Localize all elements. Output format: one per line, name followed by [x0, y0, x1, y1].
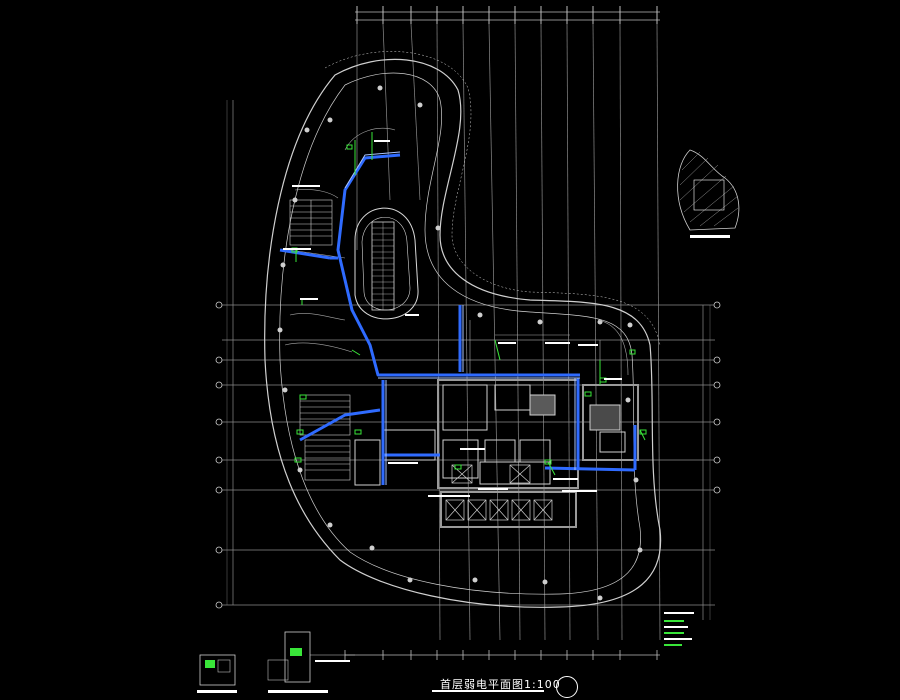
key-plan [677, 149, 740, 238]
bottom-dimension-chain [344, 650, 660, 660]
drawing-title: 首层弱电平面图1:100 [440, 678, 561, 691]
structural-columns [277, 85, 643, 601]
escalator-atrium [354, 207, 419, 320]
annotation-marks [283, 140, 622, 497]
axis-bubbles [215, 301, 721, 609]
devices [291, 132, 647, 476]
title-underline [432, 690, 544, 692]
legend [664, 612, 694, 646]
interior-partitions [284, 127, 629, 376]
axis-grid [222, 23, 715, 641]
cable-trays [279, 151, 637, 485]
detail-sketch-1 [197, 654, 237, 693]
top-dimension-chain [355, 6, 660, 24]
building-outline [264, 51, 662, 608]
building-core [354, 379, 639, 528]
north-arrow-icon [556, 676, 578, 698]
stairs-west [289, 199, 351, 481]
detail-sketch-2 [267, 631, 355, 693]
